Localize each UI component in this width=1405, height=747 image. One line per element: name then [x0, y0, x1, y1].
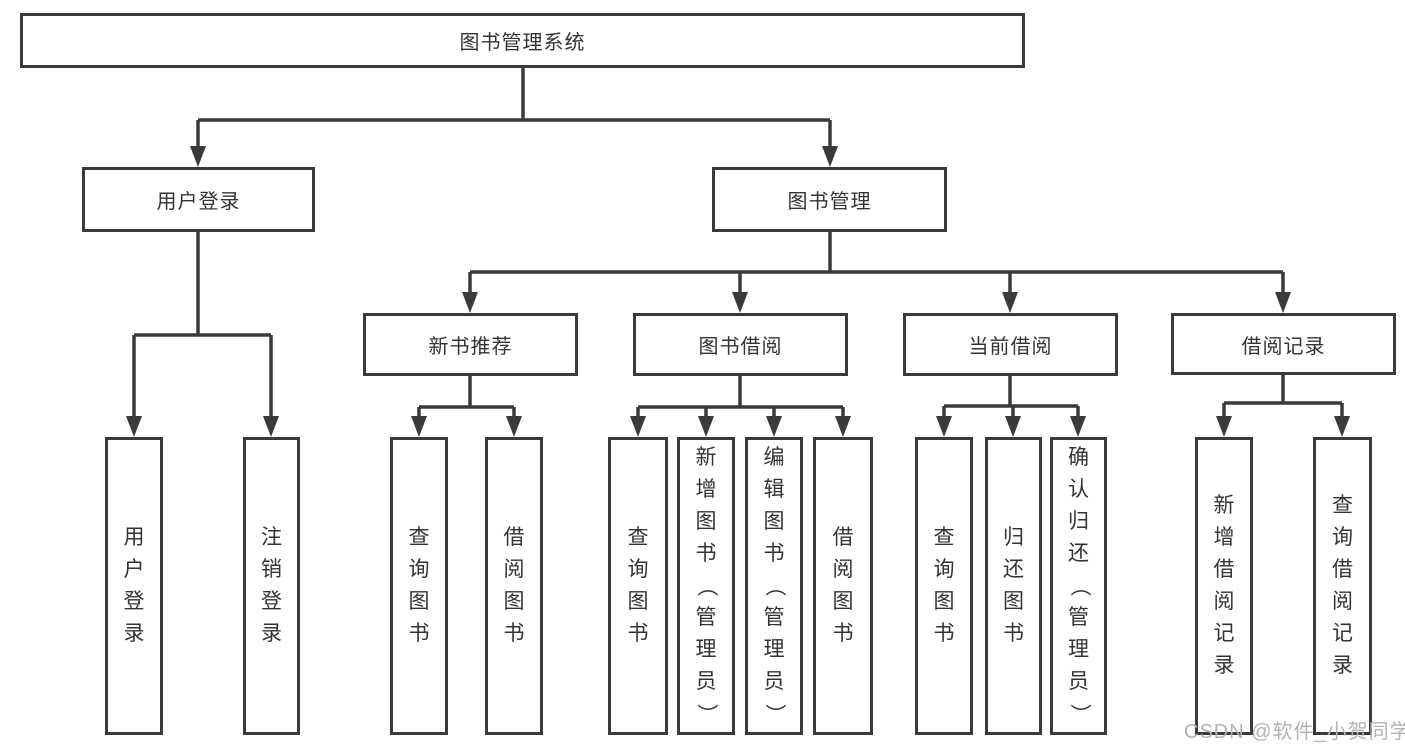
node-label: 编辑图书（管理员） — [763, 446, 786, 725]
leaf-query-books-recommend: 查询图书 — [390, 437, 448, 735]
leaf-query-books-borrowing: 查询图书 — [608, 437, 668, 735]
node-library-management-system: 图书管理系统 — [20, 13, 1025, 68]
node-label: 查询图书 — [627, 526, 649, 645]
node-label: 新书推荐 — [428, 336, 513, 358]
node-label: 用户登录 — [123, 526, 145, 645]
node-label: 查询借阅记录 — [1332, 494, 1353, 677]
node-new-book-recommend: 新书推荐 — [363, 313, 578, 376]
leaf-edit-books-admin: 编辑图书（管理员） — [745, 437, 803, 735]
node-label: 借阅图书 — [832, 526, 854, 645]
csdn-watermark: CSDN @软件_小贺同学 — [1184, 721, 1405, 743]
leaf-query-books-current: 查询图书 — [915, 437, 973, 735]
leaf-confirm-return-admin: 确认归还（管理员） — [1050, 437, 1107, 735]
node-label: 新增借阅记录 — [1213, 494, 1235, 677]
node-book-management: 图书管理 — [712, 167, 947, 232]
leaf-logout: 注销登录 — [243, 437, 300, 735]
leaf-return-books: 归还图书 — [985, 437, 1042, 735]
node-label: 确认归还（管理员） — [1067, 446, 1091, 725]
node-label: 查询图书 — [933, 526, 955, 645]
node-label: 当前借阅 — [968, 336, 1053, 358]
node-label: 借阅图书 — [503, 526, 525, 645]
leaf-add-borrow-record: 新增借阅记录 — [1195, 437, 1253, 735]
leaf-borrow-books-recommend: 借阅图书 — [485, 437, 543, 735]
node-label: 用户登录 — [156, 191, 241, 213]
node-user-login: 用户登录 — [82, 167, 315, 232]
node-label: 图书借阅 — [698, 336, 783, 358]
node-label: 查询图书 — [408, 526, 430, 645]
node-current-borrowing: 当前借阅 — [903, 313, 1118, 376]
node-label: 借阅记录 — [1241, 335, 1326, 358]
leaf-borrow-books: 借阅图书 — [813, 437, 873, 735]
leaf-add-books-admin: 新增图书（管理员） — [677, 437, 735, 735]
leaf-user-login: 用户登录 — [105, 437, 163, 735]
node-label: 图书管理 — [787, 191, 872, 213]
leaf-query-borrow-record: 查询借阅记录 — [1313, 437, 1372, 735]
node-label: 注销登录 — [261, 526, 282, 645]
node-book-borrowing: 图书借阅 — [633, 313, 848, 376]
node-label: 归还图书 — [1003, 526, 1024, 645]
node-label: 图书管理系统 — [459, 32, 586, 54]
node-borrowing-records: 借阅记录 — [1171, 313, 1396, 375]
node-label: 新增图书（管理员） — [695, 446, 718, 725]
